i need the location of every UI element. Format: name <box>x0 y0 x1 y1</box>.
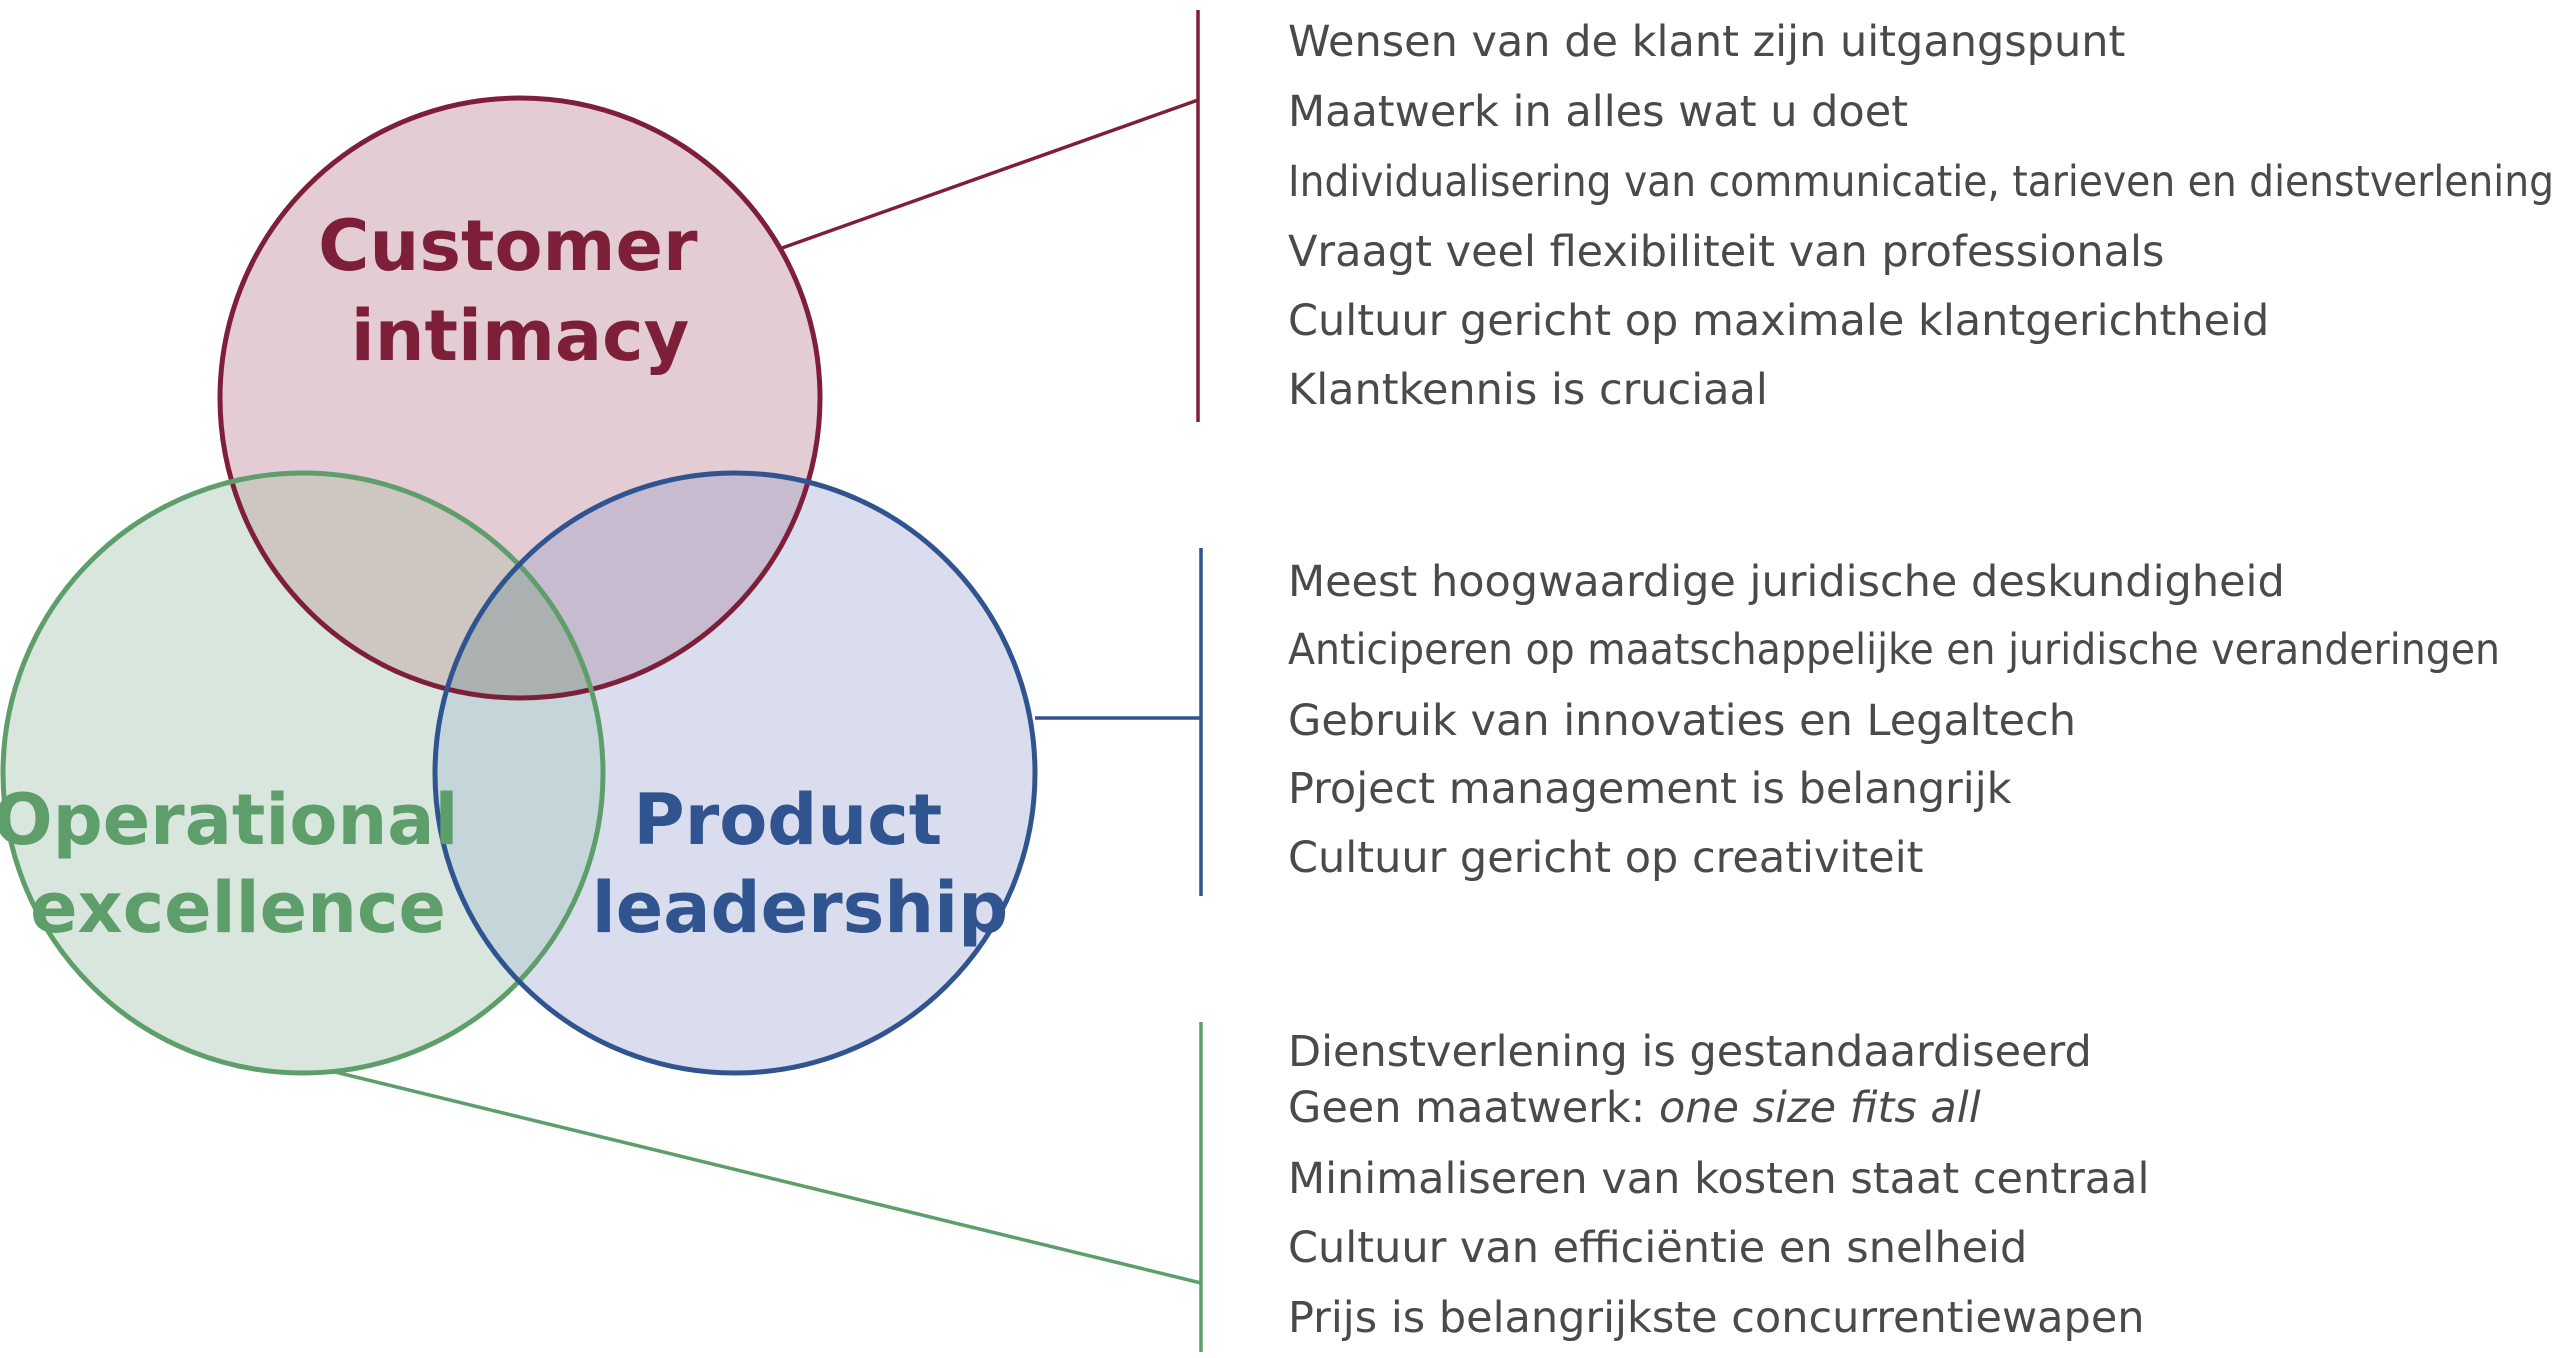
product-label-line1: Product <box>633 779 942 861</box>
product-list-item: Meest hoogwaardige juridische deskundigh… <box>1288 557 2285 607</box>
operational-item-emphasis: one size fits all <box>1659 1083 1981 1133</box>
operational-list: Dienstverlening is gestandaardiseerd Gee… <box>1288 1027 2149 1343</box>
operational-label-line1: Operational <box>0 779 459 861</box>
operational-circle-outline <box>0 470 606 1076</box>
customer-list-item: Cultuur gericht op maximale klantgericht… <box>1288 296 2269 346</box>
customer-list-item: Vraagt veel flexibiliteit van profession… <box>1288 227 2164 277</box>
customer-label: Customer intimacy <box>318 205 722 377</box>
operational-list-item: Prijs is belangrijkste concurrentiewapen <box>1288 1293 2145 1343</box>
product-list-item: Gebruik van innovaties en Legaltech <box>1288 696 2076 746</box>
operational-list-item: Dienstverlening is gestandaardiseerd <box>1288 1027 2092 1077</box>
product-list-item: Project management is belangrijk <box>1288 764 2012 814</box>
customer-list-item: Wensen van de klant zijn uitgangspunt <box>1288 17 2125 67</box>
customer-list-item: Klantkennis is cruciaal <box>1288 365 1768 415</box>
customer-list-item: Individualisering van communicatie, tari… <box>1288 157 2554 207</box>
product-label: Product leadership <box>592 779 1008 949</box>
customer-connector <box>781 98 1199 250</box>
customer-list-item: Maatwerk in alles wat u doet <box>1288 87 1908 137</box>
operational-item-prefix: Geen maatwerk: <box>1288 1083 1659 1133</box>
operational-list-item: Minimaliseren van kosten staat centraal <box>1288 1154 2149 1204</box>
product-circle-outline <box>432 470 1038 1076</box>
operational-label-line2: excellence <box>30 867 446 949</box>
customer-label-line2: intimacy <box>351 295 690 377</box>
customer-label-line1: Customer <box>318 205 698 287</box>
operational-connector <box>334 1070 1202 1285</box>
product-list: Meest hoogwaardige juridische deskundigh… <box>1288 557 2500 883</box>
overlap-customer-operational <box>220 473 603 698</box>
product-label-line2: leadership <box>592 867 1008 949</box>
customer-list: Wensen van de klant zijn uitgangspunt Ma… <box>1288 17 2554 415</box>
product-list-item: Cultuur gericht op creativiteit <box>1288 833 1924 883</box>
product-list-item: Anticiperen op maatschappelijke en jurid… <box>1288 625 2500 675</box>
overlap-customer-product <box>435 473 820 698</box>
customer-circle-outline <box>217 95 823 701</box>
operational-list-item-mixed: Geen maatwerk: one size fits all <box>1288 1083 1981 1133</box>
operational-list-item: Cultuur van efficiëntie en snelheid <box>1288 1223 2027 1273</box>
operational-label: Operational excellence <box>0 779 483 949</box>
